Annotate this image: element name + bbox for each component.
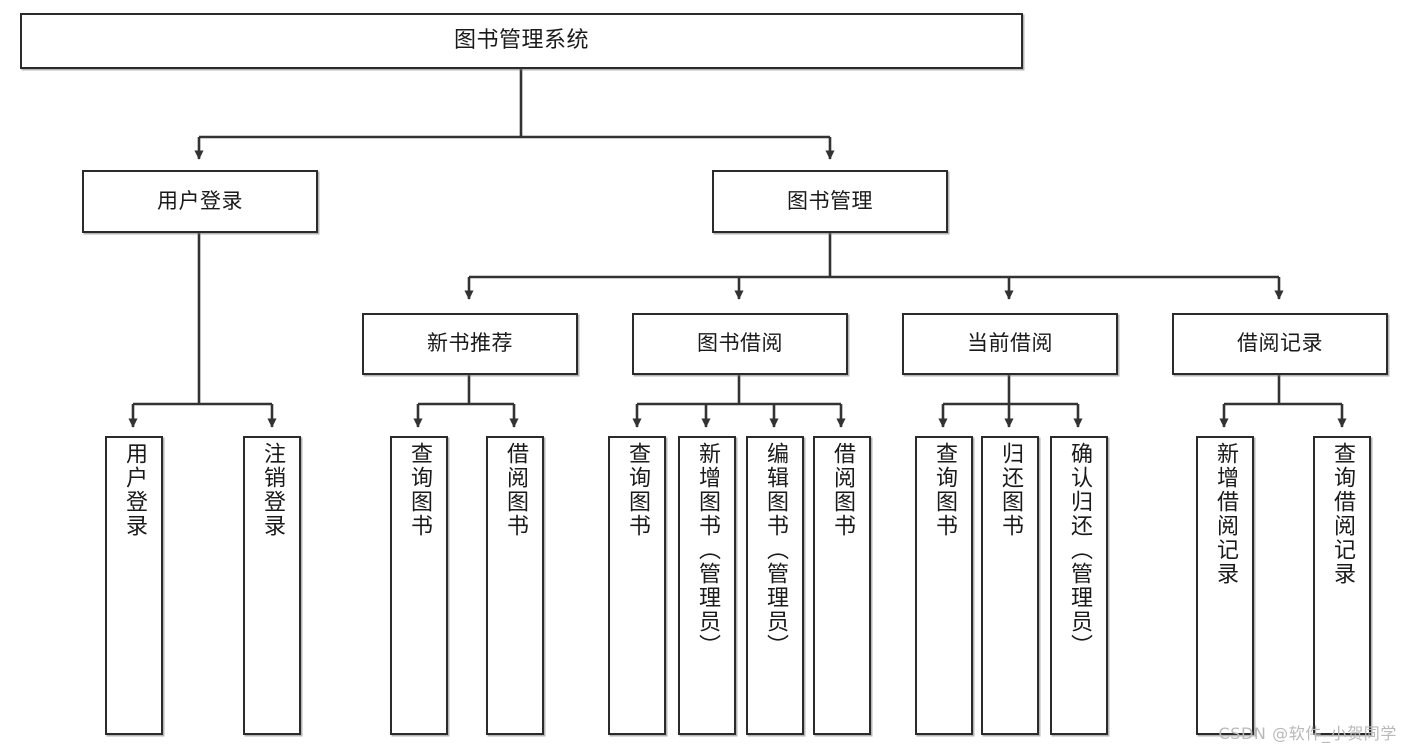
node-label: 借阅记录 — [1237, 331, 1323, 356]
node-label: 图书管理 — [787, 188, 873, 213]
node-user-login[interactable]: 用户登录 — [82, 170, 318, 233]
node-leaf-confirm-return[interactable]: 确认归还（管理员） — [1050, 436, 1108, 735]
node-label: 当前借阅 — [967, 331, 1053, 356]
node-leaf-logout[interactable]: 注销登录 — [243, 436, 301, 735]
node-label: 查询图书 — [407, 442, 432, 538]
node-leaf-add-record[interactable]: 新增借阅记录 — [1196, 436, 1254, 735]
node-leaf-return-book[interactable]: 归还图书 — [981, 436, 1039, 735]
node-label: 查询借阅记录 — [1330, 442, 1355, 586]
node-label: 新增借阅记录 — [1213, 442, 1238, 586]
node-book-manage[interactable]: 图书管理 — [712, 170, 948, 233]
node-label: 用户登录 — [122, 442, 147, 538]
node-leaf-user-login[interactable]: 用户登录 — [105, 436, 163, 735]
node-label: 注销登录 — [260, 442, 285, 538]
node-leaf-borrow-book-1[interactable]: 借阅图书 — [486, 436, 544, 735]
node-label: 新增图书（管理员） — [695, 442, 720, 658]
node-label: 归还图书 — [998, 442, 1023, 538]
node-label: 确认归还（管理员） — [1067, 442, 1092, 658]
node-label: 用户登录 — [157, 188, 243, 213]
node-label: 图书管理系统 — [453, 27, 589, 53]
node-leaf-query-book-1[interactable]: 查询图书 — [390, 436, 448, 735]
node-label: 查询图书 — [932, 442, 957, 538]
node-leaf-query-record[interactable]: 查询借阅记录 — [1313, 436, 1371, 735]
node-label: 借阅图书 — [503, 442, 528, 538]
node-book-borrow[interactable]: 图书借阅 — [632, 313, 848, 375]
node-label: 查询图书 — [625, 442, 650, 538]
node-label: 编辑图书（管理员） — [763, 442, 788, 658]
node-label: 借阅图书 — [830, 442, 855, 538]
node-leaf-borrow-book-2[interactable]: 借阅图书 — [813, 436, 871, 735]
node-leaf-add-book[interactable]: 新增图书（管理员） — [678, 436, 736, 735]
node-root-book-management-system[interactable]: 图书管理系统 — [20, 13, 1023, 69]
node-leaf-edit-book[interactable]: 编辑图书（管理员） — [746, 436, 804, 735]
node-leaf-query-book-3[interactable]: 查询图书 — [915, 436, 973, 735]
node-borrow-record[interactable]: 借阅记录 — [1172, 313, 1388, 375]
node-current-borrow[interactable]: 当前借阅 — [902, 313, 1118, 375]
node-new-book-recommend[interactable]: 新书推荐 — [362, 313, 578, 375]
node-leaf-query-book-2[interactable]: 查询图书 — [608, 436, 666, 735]
node-label: 新书推荐 — [427, 331, 513, 356]
node-label: 图书借阅 — [697, 331, 783, 356]
